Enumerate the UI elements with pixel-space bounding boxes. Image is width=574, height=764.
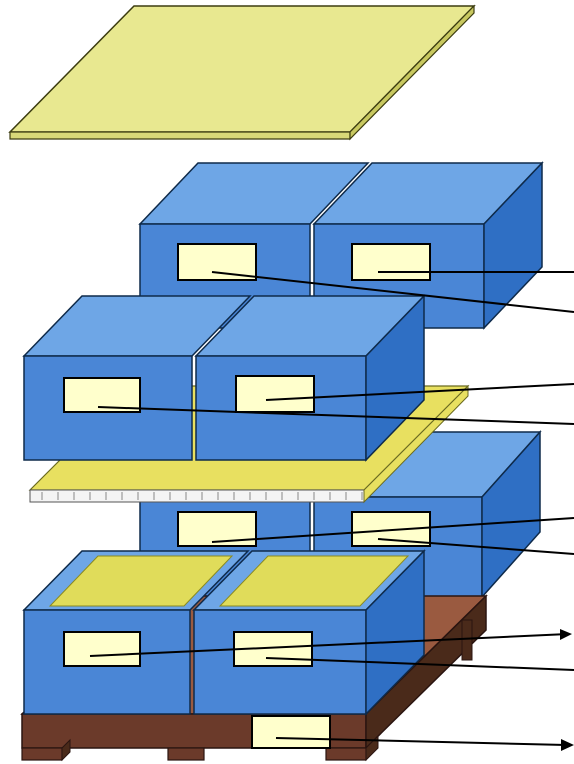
- arrowhead-icon: [561, 739, 574, 751]
- arrowheads: [560, 629, 574, 751]
- leader-lines: [89, 271, 574, 746]
- leader-line: [265, 657, 574, 671]
- box-label: [235, 375, 315, 413]
- leader-line: [89, 633, 569, 657]
- leader-line: [265, 383, 574, 401]
- leader-line: [97, 406, 574, 425]
- box-label: [63, 631, 141, 667]
- arrowhead-icon: [560, 629, 572, 640]
- lower-front-box-left: [22, 550, 250, 715]
- leader-line: [377, 538, 574, 555]
- box-label: [351, 243, 431, 281]
- leader-line: [275, 737, 567, 746]
- box-label: [63, 377, 141, 413]
- leader-line: [211, 517, 574, 543]
- upper-front-box-right: [194, 294, 426, 462]
- upper-back-box-right: [312, 161, 544, 330]
- box-label: [177, 243, 257, 281]
- top-sheet: [8, 4, 476, 141]
- pallet-label: [251, 715, 331, 749]
- leader-line: [211, 271, 574, 313]
- lower-front-box-right: [192, 549, 426, 716]
